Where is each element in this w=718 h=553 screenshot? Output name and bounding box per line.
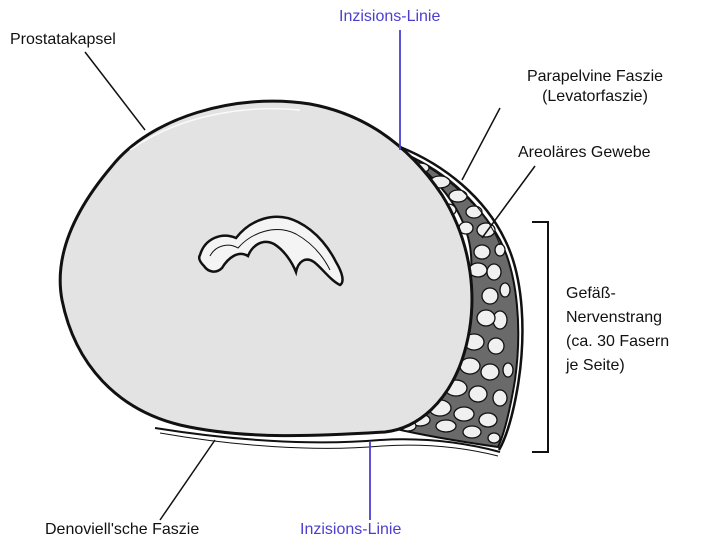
- label-parapelvine-line1: Parapelvine Faszie: [490, 67, 700, 87]
- label-parapelvine-line2: (Levatorfaszie): [490, 87, 700, 107]
- label-gefaess-line3: (ca. 30 Fasern: [566, 330, 669, 354]
- label-prostatakapsel: Prostatakapsel: [10, 30, 116, 50]
- areolar-cell: [477, 310, 495, 326]
- areolar-cell: [463, 426, 481, 438]
- label-gefaess-line2: Nervenstrang: [566, 306, 669, 330]
- areolar-cell: [488, 433, 500, 443]
- areolar-cell: [495, 244, 505, 256]
- leader-parapelvine: [462, 108, 500, 180]
- areolar-cell: [487, 264, 501, 280]
- areolar-cell: [493, 390, 507, 406]
- label-gefaess-line1: Gefäß-: [566, 282, 669, 306]
- areolar-cell: [466, 206, 482, 218]
- areolar-cell: [454, 407, 474, 421]
- label-areolaeres-gewebe: Areoläres Gewebe: [518, 143, 651, 163]
- leader-areolaer: [482, 166, 535, 238]
- areolar-cell: [503, 363, 513, 377]
- label-gefaess-nervenstrang: Gefäß- Nervenstrang (ca. 30 Fasern je Se…: [566, 282, 669, 378]
- leader-denoviell: [160, 440, 215, 520]
- label-parapelvine-faszie: Parapelvine Faszie (Levatorfaszie): [490, 67, 700, 107]
- areolar-cell: [449, 190, 467, 202]
- areolar-cell: [469, 386, 487, 402]
- label-inzisions-linie-bottom: Inzisions-Linie: [300, 520, 401, 540]
- bundle-bracket: [532, 222, 548, 452]
- areolar-cell: [474, 245, 490, 259]
- areolar-cell: [500, 283, 510, 297]
- leader-prostatakapsel: [85, 52, 145, 130]
- label-denoviellsche-faszie: Denoviell'sche Faszie: [45, 520, 199, 540]
- areolar-cell: [488, 338, 504, 354]
- areolar-cell: [481, 364, 499, 380]
- label-gefaess-line4: je Seite): [566, 354, 669, 378]
- label-inzisions-linie-top: Inzisions-Linie: [339, 7, 440, 27]
- areolar-cell: [436, 420, 456, 432]
- areolar-cell: [482, 288, 498, 304]
- areolar-cell: [479, 413, 497, 427]
